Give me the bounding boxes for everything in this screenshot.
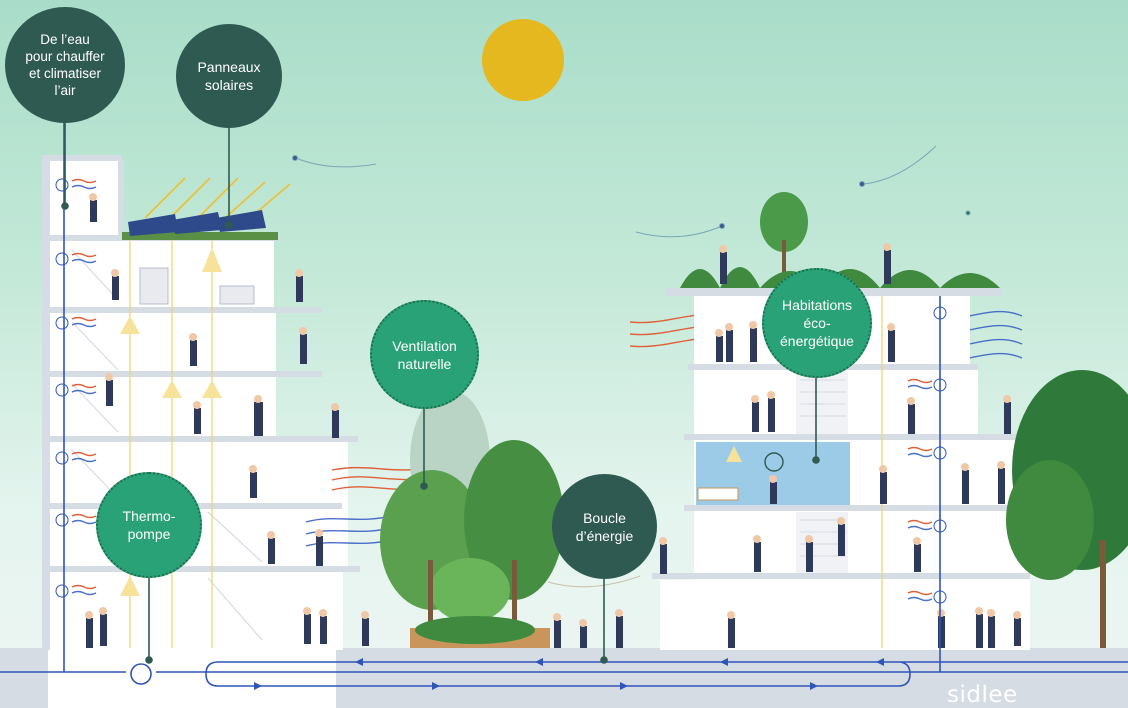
sun [482,19,564,101]
flow-arrows [254,658,884,690]
right-tree [1006,370,1128,648]
central-garden [380,390,564,648]
natural-ventilation-label: Ventilation naturelle [370,300,479,409]
solar-panels [128,177,291,236]
solar-panels-label: Panneaux solaires [176,24,282,128]
connector-lines [61,123,820,664]
string-lights [547,575,641,588]
energy-loop-label: Boucle d’énergie [552,474,657,579]
people [85,193,1021,648]
water-pipes [0,120,1128,687]
eco-housing-label: Habitations éco- énergétique [762,268,872,378]
hvac-units-left [55,178,97,598]
water-hvac-label: De l’eau pour chauffer et climatiser l’a… [5,7,125,123]
birds [292,145,971,238]
brand-logo: sidlee [947,682,1018,708]
appliances [139,267,255,305]
heat-pump-label: Thermo- pompe [96,472,202,578]
